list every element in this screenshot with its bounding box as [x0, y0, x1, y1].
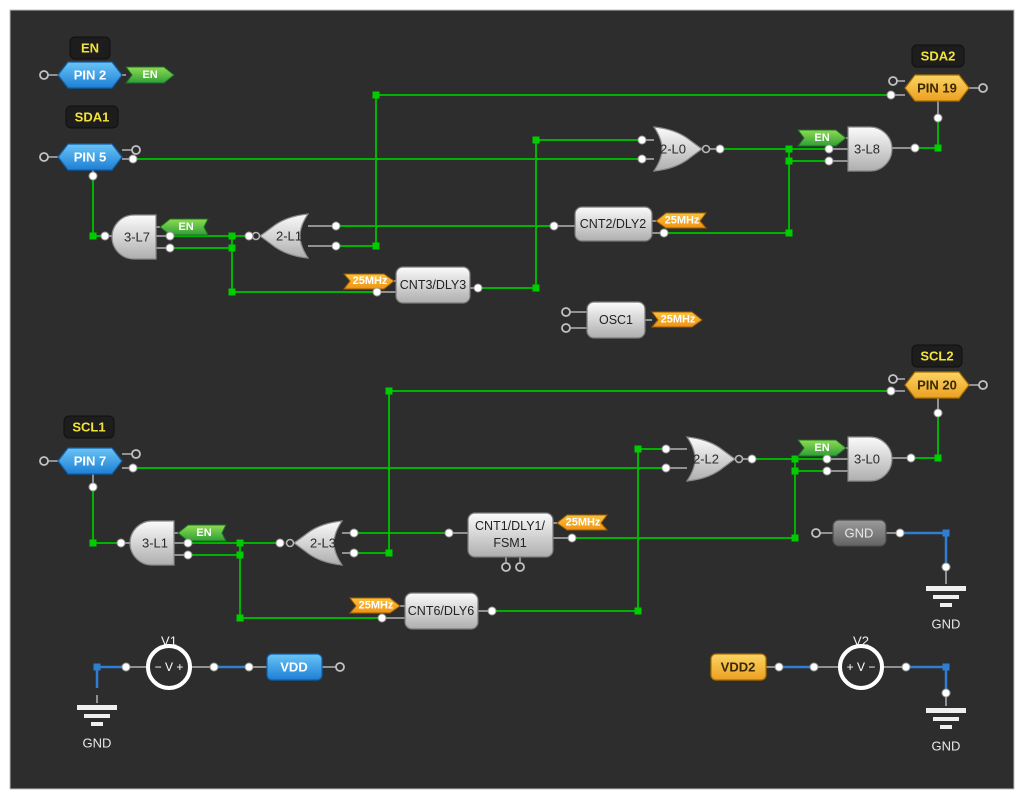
svg-text:PIN 2: PIN 2 [74, 68, 107, 83]
gate-3-l1[interactable]: 3-L1 [129, 520, 175, 566]
svg-text:+ V −: + V − [847, 660, 876, 674]
svg-text:EN: EN [142, 69, 157, 81]
svg-text:VDD2: VDD2 [721, 660, 756, 675]
svg-text:SCL1: SCL1 [72, 420, 105, 435]
pin-2-en-flag[interactable]: EN [125, 66, 175, 84]
svg-text:OSC1: OSC1 [599, 313, 633, 327]
svg-text:SDA1: SDA1 [75, 110, 110, 125]
gate-3-l0-en-flag[interactable]: EN [797, 439, 847, 457]
svg-text:GND: GND [83, 736, 112, 751]
svg-text:EN: EN [814, 132, 829, 144]
open-ports[interactable] [39, 70, 988, 672]
pin-5[interactable]: PIN 5 [57, 143, 123, 171]
net-label-scl2[interactable]: SCL2 [911, 344, 963, 368]
gate-2-l1[interactable]: 2-L1 [251, 213, 310, 259]
gray-wire-stubs [48, 74, 979, 706]
svg-text:GND: GND [932, 739, 961, 754]
osc1-block[interactable]: OSC1 [586, 301, 646, 339]
svg-text:3-L7: 3-L7 [124, 230, 150, 245]
cnt6-clk-flag[interactable]: 25MHz [348, 597, 401, 614]
svg-text:− V +: − V + [155, 660, 184, 674]
pin-7[interactable]: PIN 7 [57, 447, 123, 475]
gate-2-l2[interactable]: 2-L2 [685, 436, 744, 482]
svg-text:25MHz: 25MHz [665, 215, 700, 227]
cnt2-clk-flag[interactable]: 25MHz [655, 212, 708, 229]
svg-text:CNT3/DLY3: CNT3/DLY3 [400, 278, 467, 292]
gate-2-l0[interactable]: 2-L0 [652, 126, 711, 172]
gate-3-l8[interactable]: 3-L8 [847, 126, 893, 172]
svg-text:2-L3: 2-L3 [310, 536, 336, 551]
svg-text:2-L2: 2-L2 [693, 452, 719, 467]
svg-text:25MHz: 25MHz [566, 517, 601, 529]
svg-text:PIN 7: PIN 7 [74, 454, 107, 469]
ground-symbol-right-upper[interactable]: GND [926, 586, 966, 632]
svg-text:FSM1: FSM1 [493, 536, 526, 550]
svg-text:GND: GND [932, 617, 961, 632]
cnt2-dly2-block[interactable]: CNT2/DLY2 [574, 206, 653, 242]
svg-text:25MHz: 25MHz [661, 314, 696, 326]
svg-text:PIN 5: PIN 5 [74, 150, 107, 165]
net-label-sda1[interactable]: SDA1 [65, 105, 119, 129]
ground-symbol-right-lower[interactable]: GND [926, 708, 966, 754]
pin-20[interactable]: PIN 20 [904, 371, 970, 399]
svg-text:3-L0: 3-L0 [854, 452, 880, 467]
svg-text:3-L1: 3-L1 [142, 536, 168, 551]
vdd2-block[interactable]: VDD2 [710, 653, 767, 681]
net-label-sda2[interactable]: SDA2 [911, 44, 965, 68]
gate-3-l0[interactable]: 3-L0 [847, 436, 893, 482]
ground-symbol-left[interactable]: GND [77, 705, 117, 751]
svg-text:25MHz: 25MHz [353, 275, 388, 287]
gate-3-l7-en-flag[interactable]: EN [159, 218, 209, 236]
voltage-source-v2[interactable]: V2 + V − [838, 634, 884, 690]
svg-text:PIN 19: PIN 19 [917, 81, 957, 96]
gate-2-l3[interactable]: 2-L3 [285, 520, 344, 566]
svg-text:EN: EN [178, 221, 193, 233]
svg-text:SCL2: SCL2 [920, 349, 953, 364]
vdd-block[interactable]: VDD [266, 653, 323, 681]
cnt3-dly3-block[interactable]: CNT3/DLY3 [395, 266, 471, 304]
cnt3-clk-flag[interactable]: 25MHz [342, 273, 395, 290]
gnd-block[interactable]: GND [832, 519, 887, 547]
svg-text:GND: GND [845, 526, 874, 541]
svg-text:SDA2: SDA2 [921, 49, 956, 64]
svg-text:2-L1: 2-L1 [276, 229, 302, 244]
svg-text:VDD: VDD [280, 660, 307, 675]
svg-text:2-L0: 2-L0 [660, 142, 686, 157]
net-label-scl1[interactable]: SCL1 [63, 415, 115, 439]
svg-text:EN: EN [81, 41, 99, 56]
blue-power-wires[interactable] [95, 531, 948, 690]
cnt6-dly6-block[interactable]: CNT6/DLY6 [404, 592, 479, 630]
cnt1-clk-flag[interactable]: 25MHz [556, 514, 609, 531]
gate-3-l8-en-flag[interactable]: EN [797, 129, 847, 147]
gate-3-l7[interactable]: 3-L7 [111, 214, 157, 260]
svg-text:25MHz: 25MHz [359, 600, 394, 612]
svg-text:EN: EN [196, 527, 211, 539]
gate-3-l1-en-flag[interactable]: EN [177, 524, 227, 542]
svg-text:3-L8: 3-L8 [854, 142, 880, 157]
canvas-background [9, 9, 1015, 790]
cnt1-dly1-fsm1-block[interactable]: CNT1/DLY1/ FSM1 [467, 512, 554, 558]
pin-2[interactable]: PIN 2 [57, 61, 123, 89]
pin-19[interactable]: PIN 19 [904, 74, 970, 102]
svg-text:CNT2/DLY2: CNT2/DLY2 [580, 217, 647, 231]
net-label-en[interactable]: EN [69, 36, 111, 60]
net-junctions [89, 91, 950, 671]
osc1-clk-flag[interactable]: 25MHz [650, 311, 703, 328]
svg-text:CNT1/DLY1/: CNT1/DLY1/ [475, 519, 545, 533]
green-wires[interactable] [92, 94, 939, 619]
svg-text:CNT6/DLY6: CNT6/DLY6 [408, 604, 475, 618]
svg-text:PIN 20: PIN 20 [917, 378, 957, 393]
connected-ports[interactable] [88, 90, 951, 698]
voltage-source-v1[interactable]: V1 − V + [146, 634, 192, 690]
svg-text:EN: EN [814, 442, 829, 454]
